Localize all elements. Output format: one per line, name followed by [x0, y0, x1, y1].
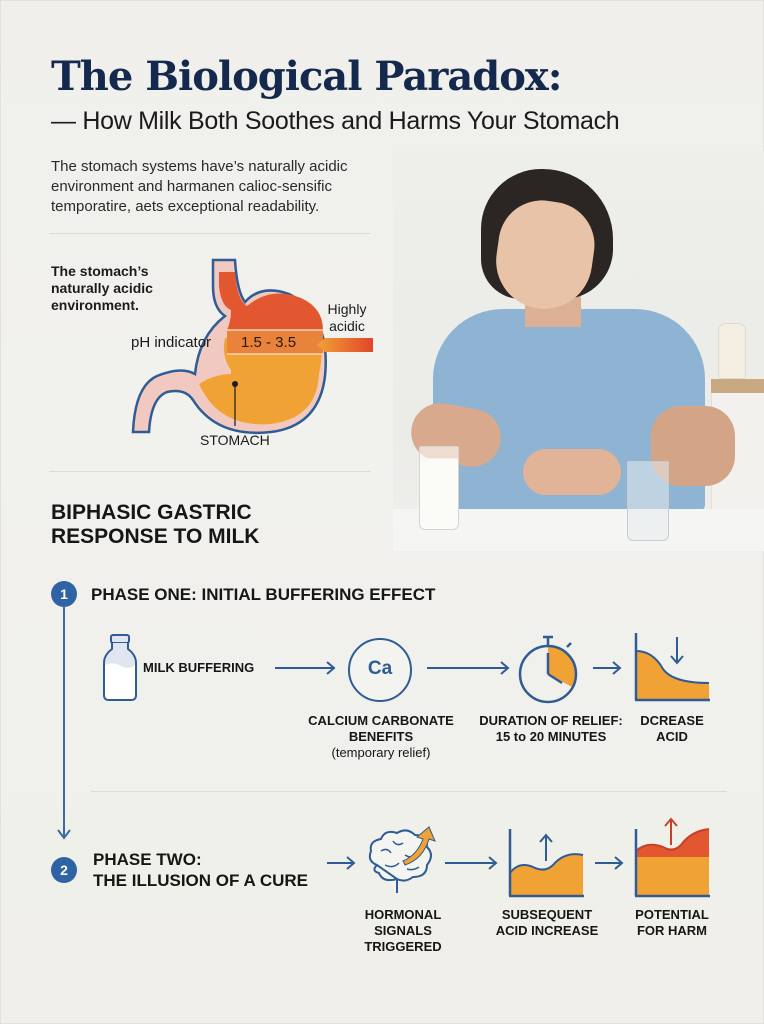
- duration-relief-text: DURATION OF RELIEF:: [479, 713, 623, 728]
- calcium-icon: [348, 638, 412, 702]
- page-subtitle: — How Milk Both Soothes and Harms Your S…: [51, 107, 620, 135]
- arrow-right-icon: [445, 856, 498, 870]
- section-heading-line1: BIPHASIC GASTRIC: [51, 501, 252, 524]
- milk-jar: [718, 323, 746, 379]
- arrow-right-icon: [595, 856, 624, 870]
- woman-photo: [393, 151, 764, 551]
- kitchen-shelf: [711, 379, 764, 393]
- stomach-icon: [131, 258, 373, 435]
- arrow-right-icon: [275, 661, 336, 675]
- phase-two-badge: 2: [51, 857, 77, 883]
- timeline-arrow-icon: [57, 829, 71, 840]
- arrow-right-icon: [327, 856, 356, 870]
- divider: [49, 471, 371, 472]
- triggered-text: TRIGGERED: [364, 939, 442, 954]
- calcium-carbonate-label: CALCIUM CARBONATE BENEFITS (temporary re…: [296, 713, 466, 761]
- hormonal-signals-label: HORMONAL SIGNALS TRIGGERED: [355, 907, 451, 955]
- arrow-right-icon: [593, 661, 622, 675]
- potential-harm-label: POTENTIAL FOR HARM: [617, 907, 727, 939]
- hands-on-stomach: [523, 449, 621, 495]
- stomach-caption: The stomach’s naturally acidic environme…: [51, 263, 153, 313]
- stomach-label: STOMACH: [200, 432, 270, 448]
- acid-text: ACID: [656, 729, 688, 744]
- stopwatch-icon: [518, 635, 578, 704]
- acid-increase-label: SUBSEQUENT ACID INCREASE: [485, 907, 609, 939]
- calcium-carbonate-text: CALCIUM CARBONATE BENEFITS: [308, 713, 454, 744]
- page-title: The Biological Paradox:: [51, 53, 563, 100]
- section-heading: BIPHASIC GASTRIC RESPONSE TO MILK: [51, 501, 259, 549]
- section-heading-line2: RESPONSE TO MILK: [51, 525, 260, 548]
- intro-text: The stomach systems have’s naturally aci…: [51, 158, 348, 215]
- potential-text: POTENTIAL: [635, 907, 709, 922]
- phase-two-title: PHASE TWO: THE ILLUSION OF A CURE: [93, 849, 308, 891]
- signals-text: SIGNALS: [374, 923, 432, 938]
- duration-relief-label: DURATION OF RELIEF: 15 to 20 MINUTES: [479, 713, 623, 745]
- acid-increase-text: ACID INCREASE: [495, 923, 599, 938]
- milk-glass: [419, 446, 459, 530]
- highly-acidic-label: Highly acidic: [327, 301, 367, 334]
- for-harm-text: FOR HARM: [636, 923, 708, 938]
- phase-one-badge: 1: [51, 581, 77, 607]
- subsequent-text: SUBSEQUENT: [501, 907, 593, 922]
- phase-divider: [91, 791, 727, 792]
- timeline-line: [63, 606, 65, 836]
- temporary-relief-text: (temporary relief): [331, 745, 431, 760]
- milk-bottle-icon: [103, 634, 137, 701]
- hormonal-text: HORMONAL: [364, 907, 442, 922]
- harm-chart-icon: [634, 817, 710, 898]
- increase-chart-icon: [508, 829, 584, 898]
- divider: [49, 233, 371, 234]
- phase-two-title-line2: THE ILLUSION OF A CURE: [93, 871, 309, 890]
- brain-icon: [368, 826, 436, 893]
- ph-indicator-label: pH indicator: [131, 334, 212, 351]
- ph-range-value: 1.5 - 3.5: [241, 334, 297, 351]
- decrease-text: DCREASE: [640, 713, 704, 728]
- phase-one-title: PHASE ONE: INITIAL BUFFERING EFFECT: [91, 585, 436, 604]
- water-glass: [627, 461, 669, 541]
- decrease-acid-label: DCREASE ACID: [629, 713, 715, 745]
- milk-buffering-label: MILK BUFFERING: [143, 660, 255, 675]
- calcium-symbol: Ca: [367, 658, 393, 679]
- decrease-chart-icon: [634, 633, 710, 702]
- phase-two-title-line1: PHASE TWO:: [93, 850, 202, 869]
- duration-minutes-text: 15 to 20 MINUTES: [495, 729, 607, 744]
- arrow-right-icon: [427, 661, 510, 675]
